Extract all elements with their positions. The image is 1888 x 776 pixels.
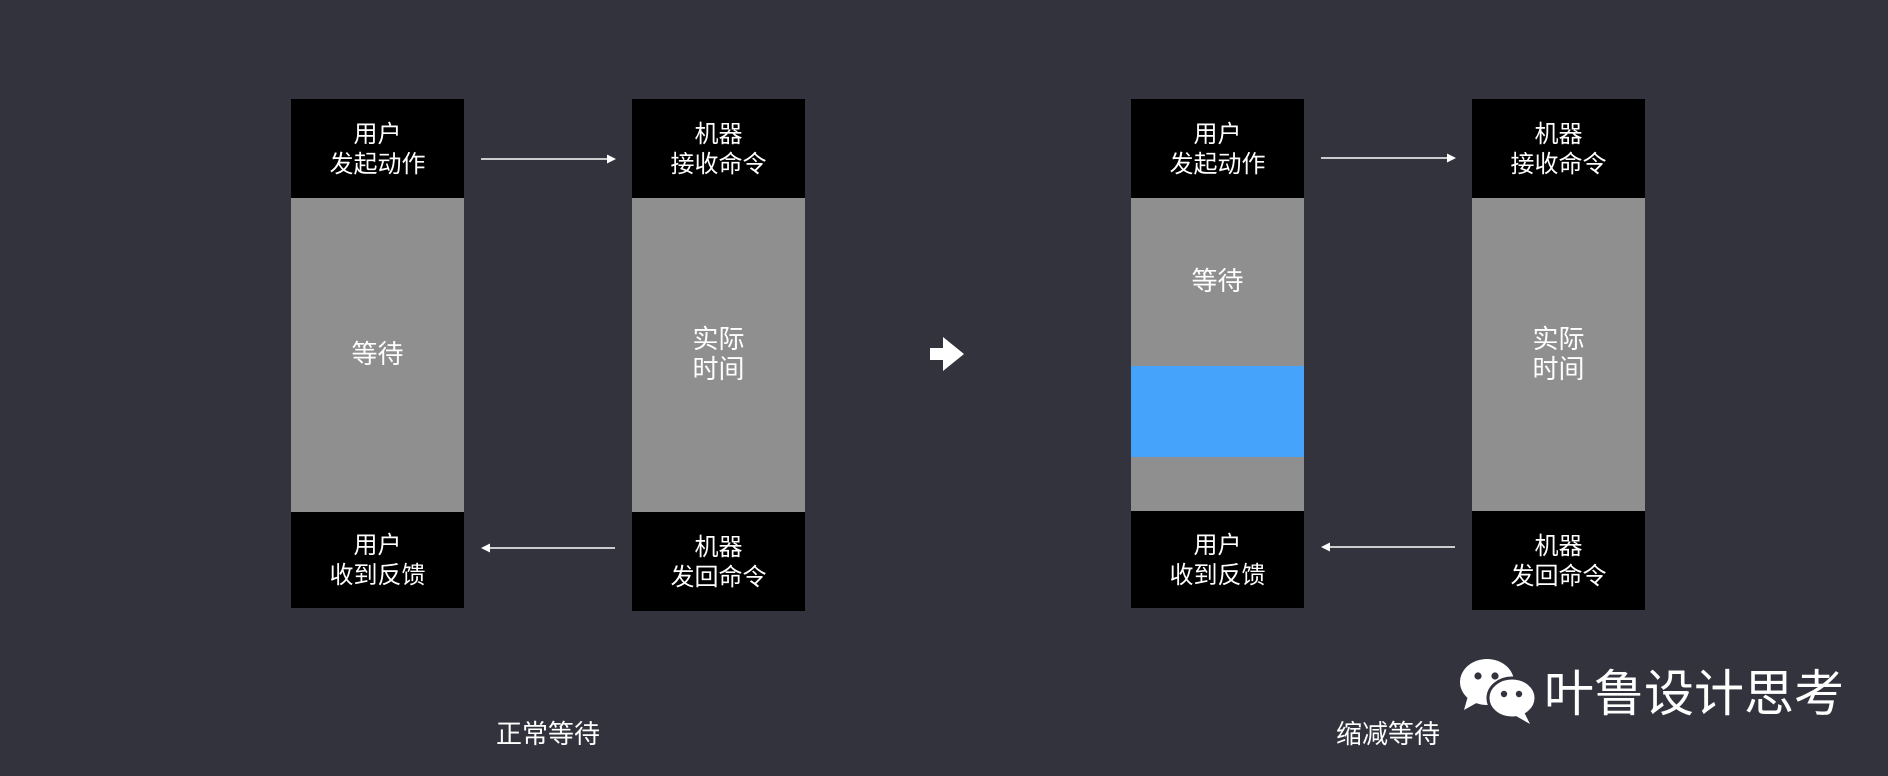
wechat-icon (1460, 659, 1538, 724)
right-machine-return-block: 机器 发回命令 (1472, 511, 1645, 610)
transition-arrow-icon (930, 337, 964, 371)
left-machine-receive-block: 机器 接收命令 (632, 99, 805, 198)
right-user-feedback-block: 用户 收到反馈 (1131, 511, 1304, 608)
left-user-wait-block: 等待 (291, 198, 464, 512)
right-machine-actual-time-block: 实际 时间 (1472, 198, 1645, 511)
left-user-action-block: 用户 发起动作 (291, 99, 464, 198)
right-remaining-wait-block (1131, 457, 1304, 511)
left-machine-return-block: 机器 发回命令 (632, 512, 805, 611)
right-request-arrow (1321, 153, 1456, 163)
brand-watermark: 叶鲁设计思考 (1458, 652, 1844, 728)
right-caption: 缩减等待 (1335, 720, 1440, 750)
right-user-wait-block: 等待 (1131, 198, 1304, 366)
left-request-arrow (481, 154, 616, 164)
left-user-feedback-block: 用户 收到反馈 (291, 512, 464, 608)
right-machine-receive-block: 机器 接收命令 (1472, 99, 1645, 198)
left-caption: 正常等待 (495, 720, 600, 750)
left-machine-actual-time-block: 实际 时间 (632, 198, 805, 512)
right-response-arrow (1321, 542, 1455, 552)
left-response-arrow (481, 543, 615, 553)
right-user-action-block: 用户 发起动作 (1131, 99, 1304, 198)
brand-name: 叶鲁设计思考 (1544, 665, 1844, 723)
right-reduced-wait-highlight (1131, 366, 1304, 457)
